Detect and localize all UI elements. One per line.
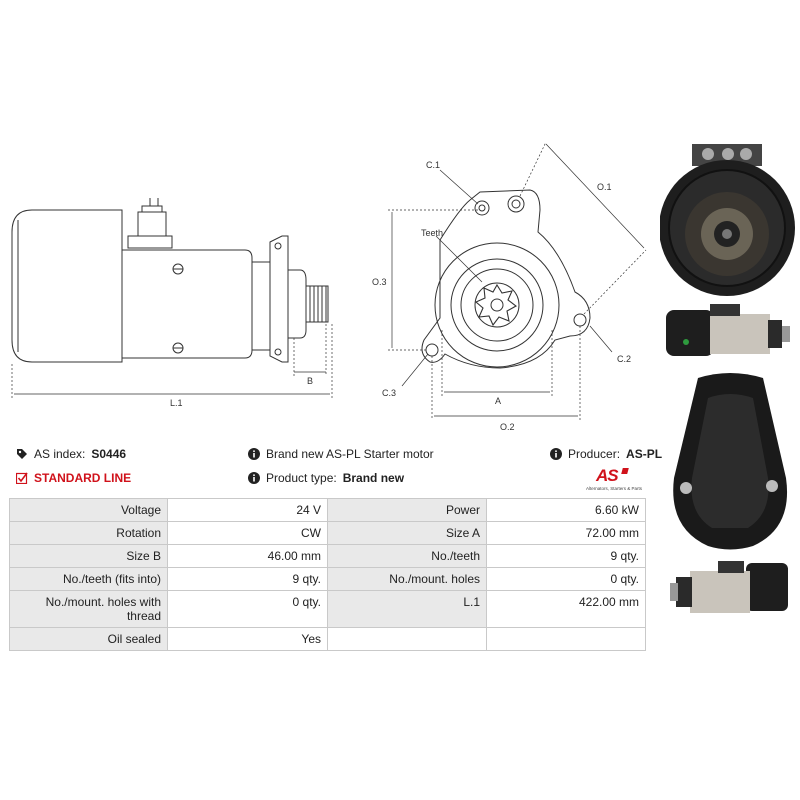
spec-value-cell: 9 qty.	[167, 567, 328, 591]
producer-value: AS-PL	[626, 447, 663, 461]
label-o2: O.2	[500, 422, 515, 432]
spec-label-cell	[327, 627, 487, 651]
photo-angle-view	[670, 561, 788, 613]
technical-drawing: L.1 B C.1 C.2 C.3 O.1 O.	[11, 141, 647, 432]
label-c2: C.2	[617, 354, 631, 364]
description-text: Brand new AS-PL Starter motor	[266, 447, 434, 461]
spec-value-cell: 9 qty.	[486, 544, 646, 568]
front-flange	[421, 189, 591, 369]
label-a: A	[495, 396, 501, 406]
as-index-value: S0446	[91, 447, 127, 461]
logo-mark	[621, 468, 629, 474]
as-index-row: AS index: S0446	[16, 447, 126, 461]
label-o3: O.3	[372, 277, 387, 287]
logo-tagline: Alternators, Starters & Parts	[586, 486, 643, 491]
product-type-row: Product type: Brand new	[248, 471, 404, 485]
producer-label: Producer:	[568, 447, 621, 461]
spec-label-cell: Oil sealed	[9, 627, 168, 651]
label-l1: L.1	[170, 398, 183, 408]
photo-rear-view	[673, 373, 788, 550]
spec-label-cell: Rotation	[9, 521, 168, 545]
spec-label-cell: Size B	[9, 544, 168, 568]
info-icon	[550, 448, 562, 460]
photo-front-view	[660, 144, 795, 296]
spec-label-cell: Size A	[327, 521, 487, 545]
producer-row: Producer: AS-PL	[550, 447, 662, 461]
product-type-label: Product type:	[266, 471, 337, 485]
spec-value-cell: 0 qty.	[486, 567, 646, 591]
label-teeth: Teeth	[421, 228, 443, 238]
spec-value-cell: 6.60 kW	[486, 498, 646, 522]
spec-value-cell	[486, 627, 646, 651]
as-index-label: AS index:	[34, 447, 86, 461]
checkbox-checked-icon	[16, 472, 28, 484]
tag-icon	[17, 449, 27, 459]
spec-value-cell: 422.00 mm	[486, 590, 646, 628]
spec-value-cell: 46.00 mm	[167, 544, 328, 568]
spec-value-cell: CW	[167, 521, 328, 545]
label-c1: C.1	[426, 160, 440, 170]
label-c3: C.3	[382, 388, 396, 398]
label-b: B	[307, 376, 313, 386]
spec-label-cell: No./teeth (fits into)	[9, 567, 168, 591]
spec-label-cell: L.1	[327, 590, 487, 628]
spec-value-cell: 24 V	[167, 498, 328, 522]
line-row: STANDARD LINE	[16, 471, 131, 485]
label-o1: O.1	[597, 182, 612, 192]
spec-label-cell: No./mount. holes with thread	[9, 590, 168, 628]
photo-side-view	[666, 304, 790, 356]
spec-label-cell: Voltage	[9, 498, 168, 522]
standard-line-label: STANDARD LINE	[34, 471, 132, 485]
info-icon	[248, 472, 260, 484]
as-pl-logo: AS Alternators, Starters & Parts	[586, 466, 650, 494]
table-row: No./teeth (fits into)9 qty.No./mount. ho…	[9, 567, 646, 591]
spec-label-cell: No./mount. holes	[327, 567, 487, 591]
description-row: Brand new AS-PL Starter motor	[248, 447, 434, 461]
motor-housing	[11, 209, 123, 363]
product-type-value: Brand new	[342, 471, 405, 485]
spec-value-cell: 0 qty.	[167, 590, 328, 628]
info-icon	[248, 448, 260, 460]
logo-text: AS	[596, 466, 619, 485]
spec-label-cell: Power	[327, 498, 487, 522]
spec-value-cell: 72.00 mm	[486, 521, 646, 545]
spec-label-cell: No./teeth	[327, 544, 487, 568]
spec-value-cell: Yes	[167, 627, 328, 651]
